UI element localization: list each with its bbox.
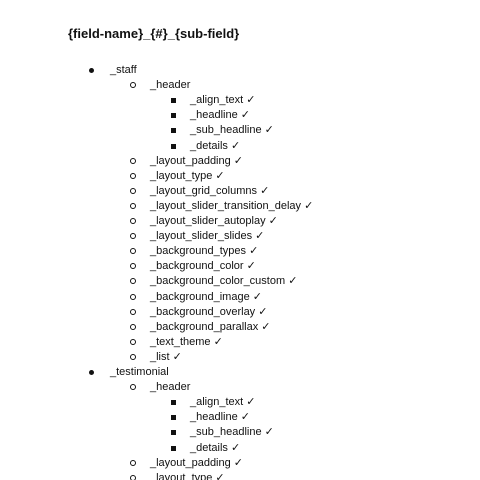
list-item-text: _layout_type ✓ [150,471,225,480]
list-item-level-1: _testimonial [89,365,169,380]
list-item-text: _details ✓ [190,441,241,454]
circle-bullet-icon [130,172,136,179]
list-item-text: _layout_padding ✓ [150,154,244,167]
list-item-level-2: _header [130,380,191,395]
circle-bullet-icon [130,474,136,480]
list-item-level-2: _layout_type ✓ [130,471,225,480]
list-item-level-2: _background_color_custom ✓ [130,274,298,289]
list-item-level-2: _list ✓ [130,350,182,365]
list-item-level-3: _align_text ✓ [171,93,256,108]
disc-bullet-icon [89,370,94,375]
list-item-level-2: _text_theme ✓ [130,335,223,350]
list-item-level-2: _layout_slider_autoplay ✓ [130,214,278,229]
circle-bullet-icon [130,278,136,285]
list-item-text: _sub_headline ✓ [190,426,274,439]
list-item-level-3: _align_text ✓ [171,395,256,410]
list-item-level-2: _background_parallax ✓ [130,320,271,335]
list-item-text: _align_text ✓ [190,94,256,107]
circle-bullet-icon [130,308,136,315]
list-item-text: _details ✓ [190,139,241,152]
list-item-level-2: _header [130,78,191,93]
list-item-level-2: _layout_padding ✓ [130,456,244,471]
list-item-text: _background_overlay ✓ [150,305,268,318]
list-item-text: _headline ✓ [190,109,250,122]
circle-bullet-icon [130,248,136,255]
square-bullet-icon [171,98,176,104]
list-item-text: _header [150,79,191,92]
circle-bullet-icon [130,233,136,240]
list-item-level-3: _details ✓ [171,441,241,456]
list-item-text: _background_types ✓ [150,245,259,258]
list-item-level-3: _headline ✓ [171,108,250,123]
list-item-level-1: _staff [89,63,137,78]
circle-bullet-icon [130,202,136,209]
square-bullet-icon [171,143,176,149]
list-item-text: _layout_slider_autoplay ✓ [150,215,278,227]
circle-bullet-icon [130,459,136,466]
list-item-level-2: _layout_slider_transition_delay ✓ [130,199,314,214]
circle-bullet-icon [130,353,136,360]
list-item-text: _list ✓ [150,350,182,363]
square-bullet-icon [171,415,176,421]
circle-bullet-icon [130,338,136,345]
list-item-text: _text_theme ✓ [150,335,223,348]
list-item-level-2: _background_overlay ✓ [130,305,268,320]
list-item-level-2: _background_image ✓ [130,290,262,305]
list-item-text: _layout_slider_transition_delay ✓ [150,199,314,212]
list-item-text: _background_color ✓ [150,260,256,273]
list-item-text: _sub_headline ✓ [190,124,274,137]
circle-bullet-icon [130,263,136,270]
list-item-level-2: _layout_grid_columns ✓ [130,184,270,199]
square-bullet-icon [171,445,176,451]
list-item-level-3: _headline ✓ [171,410,250,425]
list-item-text: _testimonial [110,366,169,378]
disc-bullet-icon [89,68,94,73]
circle-bullet-icon [130,82,136,89]
list-item-level-2: _layout_slider_slides ✓ [130,229,265,244]
list-item-text: _headline ✓ [190,411,250,424]
page-title: {field-name}_{#}_{sub-field} [68,26,240,41]
square-bullet-icon [171,430,176,436]
list-item-level-2: _background_color ✓ [130,259,256,274]
list-item-text: _layout_grid_columns ✓ [150,184,270,197]
list-item-text: _background_color_custom ✓ [150,275,298,288]
list-item-text: _header [150,381,191,394]
list-item-level-2: _layout_type ✓ [130,169,225,184]
square-bullet-icon [171,113,176,119]
circle-bullet-icon [130,384,136,391]
list-item-level-2: _layout_padding ✓ [130,154,244,169]
list-item-text: _layout_padding ✓ [150,456,244,469]
list-item-text: _staff [110,64,137,76]
square-bullet-icon [171,128,176,134]
circle-bullet-icon [130,187,136,194]
circle-bullet-icon [130,293,136,300]
circle-bullet-icon [130,218,136,224]
list-item-text: _layout_type ✓ [150,169,225,182]
list-item-level-3: _sub_headline ✓ [171,123,274,138]
list-item-level-3: _sub_headline ✓ [171,425,274,440]
list-item-level-2: _background_types ✓ [130,244,259,259]
list-item-text: _layout_slider_slides ✓ [150,230,265,243]
list-item-text: _background_parallax ✓ [150,320,271,333]
square-bullet-icon [171,400,176,406]
list-item-level-3: _details ✓ [171,139,241,154]
circle-bullet-icon [130,157,136,164]
circle-bullet-icon [130,323,136,330]
list-item-text: _background_image ✓ [150,290,262,303]
list-item-text: _align_text ✓ [190,396,256,409]
